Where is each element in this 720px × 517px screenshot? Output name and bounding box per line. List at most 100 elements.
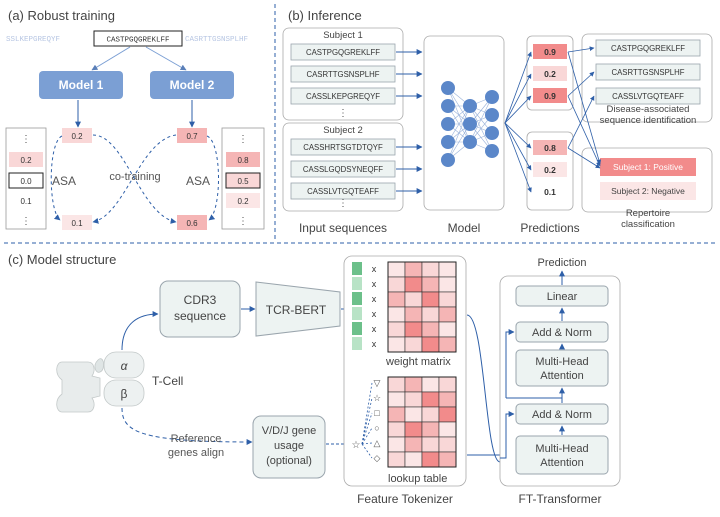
input-sequences-label: Input sequences — [299, 221, 387, 235]
tcr-bert-block — [255, 281, 341, 337]
tcell-label: T-Cell — [152, 374, 183, 388]
prediction-label: Prediction — [538, 257, 587, 269]
model2-output-bottom — [177, 215, 207, 230]
weight-matrix-cell — [438, 306, 457, 323]
multiply-sign: x — [372, 339, 377, 349]
sequence-text: CASTPGQGREKLFF — [306, 48, 380, 57]
lookup-table-cell — [387, 421, 406, 438]
model1-output-top-value: 0.2 — [71, 132, 83, 141]
model2-output-bottom-value: 0.6 — [186, 219, 198, 228]
asa-right-label: ASA — [186, 174, 210, 188]
lookup-table-cell — [421, 391, 440, 408]
sequence-right: CASRTTGSNSPLHF — [185, 36, 248, 44]
weight-matrix-cell — [404, 306, 423, 323]
lookup-table-cell — [404, 451, 423, 468]
weight-matrix-cell — [421, 306, 440, 323]
lookup-symbol: ☆ — [373, 393, 381, 403]
weight-matrix-cell — [421, 321, 440, 338]
weight-matrix-cell — [438, 276, 457, 293]
weight-green-cell — [352, 322, 362, 335]
vdj-label-3: (optional) — [266, 455, 312, 467]
prediction-value: 0.9 — [544, 47, 556, 57]
lookup-table-cell — [421, 451, 440, 468]
nn-node — [485, 144, 499, 158]
cotraining-curve-2 — [92, 134, 177, 224]
model-label: Model — [448, 221, 481, 235]
panel-a: (a) Robust training SSLKEPGREQYF CASTPGQ… — [5, 8, 265, 230]
weight-matrix-cell — [387, 276, 406, 293]
weight-matrix-cell — [438, 291, 457, 308]
subject-2-label: Subject 2 — [323, 125, 363, 136]
nn-node — [441, 135, 455, 149]
selfloop-left — [50, 135, 63, 221]
ellipsis: ⋮ — [21, 134, 31, 145]
sequence-text: CASSHRTSGTDTQYF — [303, 143, 383, 152]
mha-label-1a: Multi-Head — [535, 443, 588, 455]
model1-output-top — [62, 128, 92, 143]
arrow-tcell-vdj — [121, 407, 253, 445]
lookup-table-cell — [404, 406, 423, 423]
prediction-chip — [533, 88, 567, 103]
weight-matrix-cell — [387, 336, 406, 353]
sequence-chip — [290, 182, 396, 200]
weight-green-cell — [352, 262, 362, 275]
subject-2-sequences: CASSHRTSGTDTQYFCASSLGQDSYNEQFFCASSLVTGQT… — [290, 138, 396, 200]
panel-a-title: (a) Robust training — [8, 8, 115, 23]
reference-label-1: Reference — [171, 433, 222, 445]
associated-sequence-chip — [595, 87, 701, 105]
lookup-table-cell — [404, 421, 423, 438]
weight-green-cell — [352, 292, 362, 305]
prediction-chip — [533, 140, 567, 155]
arrow-pred-to-repertoire — [567, 95, 601, 167]
nn-node — [485, 90, 499, 104]
add-norm-label-2: Add & Norm — [532, 327, 592, 339]
sequence-text: CASRTTGSNSPLHF — [306, 70, 379, 79]
arrow-pred-to-assoc — [567, 95, 595, 149]
lookup-table-cell — [404, 391, 423, 408]
prediction-value: 0.1 — [544, 187, 556, 197]
residual-1 — [500, 411, 515, 459]
lookup-table-cell — [421, 406, 440, 423]
arrow-pred-to-assoc — [567, 71, 595, 97]
ellipsis: ⋮ — [238, 134, 248, 145]
ellipsis: ⋮ — [21, 216, 31, 227]
lookup-symbol: ▽ — [374, 378, 381, 388]
multiply-sign: x — [372, 324, 377, 334]
arrow-model-to-pred — [504, 51, 532, 124]
asa-left-value-2: 0.0 — [20, 177, 32, 186]
weight-matrix-cell — [404, 336, 423, 353]
asa-left-label: ASA — [52, 174, 76, 188]
weight-matrix-cell — [438, 336, 457, 353]
sequence-text: CASSLVTGQTEAFF — [307, 187, 379, 196]
nn-node — [441, 153, 455, 167]
weight-green-cell — [352, 277, 362, 290]
lookup-link — [361, 443, 373, 459]
lookup-table-cell — [387, 406, 406, 423]
asa-left-value-3: 0.1 — [20, 197, 32, 206]
prediction-chip — [533, 184, 567, 199]
linear-block — [515, 285, 609, 307]
subject-2-result: Subject 2: Negative — [611, 186, 685, 196]
weight-matrix-cell — [387, 261, 406, 278]
asa-right-cell-2 — [225, 172, 261, 189]
lookup-symbol: □ — [374, 408, 380, 418]
disease-associated-sequences: CASTPGQGREKLFFCASRTTGSNSPLHFCASSLVTGQTEA… — [595, 39, 701, 105]
ft-transformer-label: FT-Transformer — [519, 492, 602, 506]
sequence-text: CASSLKEPGREQYF — [306, 92, 380, 101]
nn-node — [463, 99, 477, 113]
lookup-table-cell — [387, 376, 406, 393]
arrow-pred-to-repertoire — [567, 147, 601, 169]
disease-associated-label-1: Disease-associated — [607, 104, 690, 115]
arrow-seq-model2 — [145, 46, 187, 71]
prediction-chip — [533, 66, 567, 81]
prediction-value: 0.8 — [544, 143, 556, 153]
mha-block-2 — [515, 349, 609, 387]
sequence-chip — [290, 65, 396, 83]
ellipsis: ⋮ — [338, 108, 348, 119]
connector-weight — [466, 314, 501, 463]
subject-1-result: Subject 1: Positive — [613, 162, 683, 172]
sequence-chip — [290, 87, 396, 105]
asa-right-value-2: 0.5 — [237, 177, 249, 186]
